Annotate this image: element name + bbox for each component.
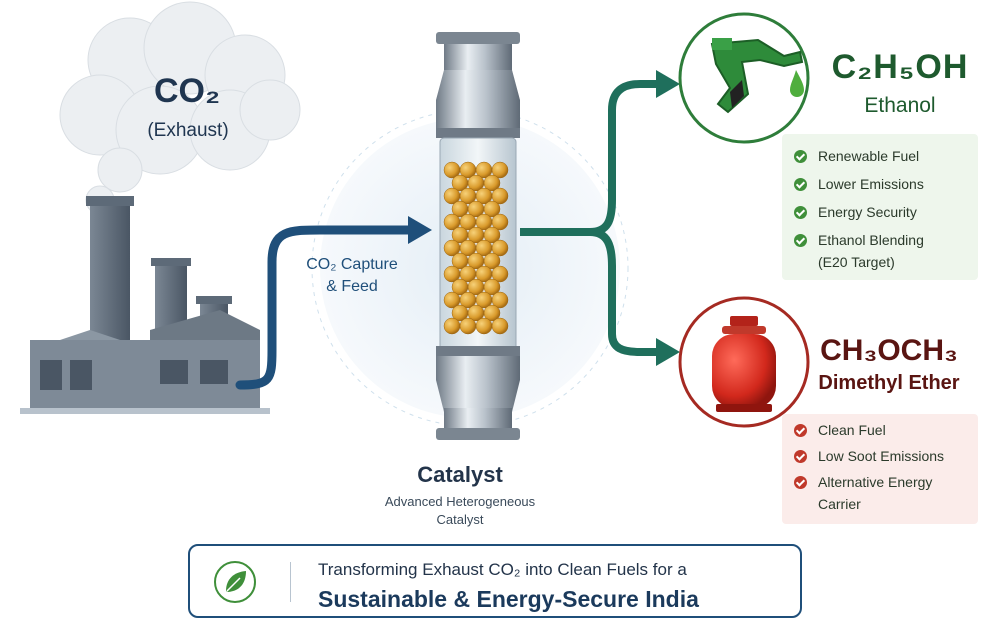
catalyst-subtitle-line1: Advanced Heterogeneous (384, 494, 536, 509)
source-label: (Exhaust) (147, 120, 229, 141)
catalyst-bead (491, 213, 509, 231)
fuel-nozzle-icon (710, 38, 804, 114)
dme-formula: CH₃OCH₃ (820, 334, 958, 367)
exhaust-cloud-icon (59, 1, 301, 215)
check-icon (794, 476, 807, 489)
ethanol-benefit: Ethanol Blending (818, 232, 924, 248)
catalyst-bead (483, 278, 501, 296)
banner-line1: Transforming Exhaust CO₂ into Clean Fuel… (318, 560, 687, 579)
catalyst-bead (475, 317, 493, 335)
gas-cylinder-icon (712, 316, 776, 412)
check-icon (794, 206, 807, 219)
catalyst-bead (491, 161, 509, 179)
catalyst-bead (491, 317, 509, 335)
check-icon (794, 150, 807, 163)
ethanol-formula: C₂H₅OH (831, 48, 969, 86)
ethanol-name: Ethanol (864, 94, 936, 117)
factory-icon (20, 196, 270, 414)
catalyst-bead (491, 291, 509, 309)
catalyst-title: Catalyst (417, 462, 503, 487)
ethanol-arrowhead (656, 70, 680, 98)
dme-benefit: Low Soot Emissions (818, 448, 945, 464)
dme-benefit-note: Carrier (818, 496, 861, 512)
ethanol-benefit: Renewable Fuel (818, 148, 920, 164)
dme-arrowhead (656, 338, 680, 366)
catalyst-bead (491, 265, 509, 283)
ethanol-benefit-note: (E20 Target) (818, 254, 895, 270)
catalyst-bead (483, 226, 501, 244)
ethanol-benefits-box: Renewable Fuel Lower Emissions Energy Se… (782, 134, 978, 280)
catalyst-bead (459, 317, 477, 335)
leaf-icon (214, 561, 256, 603)
check-icon (794, 450, 807, 463)
catalyst-bead (491, 187, 509, 205)
feed-arrowhead (408, 216, 432, 244)
feed-arrow (235, 225, 417, 390)
dme-name: Dimethyl Ether (818, 372, 960, 394)
banner-divider (290, 562, 291, 602)
catalyst-bead (491, 239, 509, 257)
catalyst-subtitle-line2: Catalyst (436, 512, 484, 527)
ethanol-benefit: Energy Security (818, 204, 917, 220)
feed-label-line1: CO₂ Capture (306, 256, 398, 273)
catalyst-bead (483, 174, 501, 192)
check-icon (794, 178, 807, 191)
source-formula: CO₂ (153, 72, 221, 110)
dme-flow-arrow (589, 228, 660, 356)
reactor-halo-ring (311, 109, 629, 427)
dme-benefit: Clean Fuel (818, 422, 886, 438)
dme-benefits-box: Clean Fuel Low Soot Emissions Alternativ… (782, 414, 978, 524)
catalyst-bead (443, 317, 461, 335)
catalyst-bead (483, 200, 501, 218)
banner-line2: Sustainable & Energy-Secure India (318, 586, 699, 612)
ethanol-benefit: Lower Emissions (818, 176, 924, 192)
check-icon (794, 424, 807, 437)
catalyst-bead (483, 252, 501, 270)
check-icon (794, 234, 807, 247)
catalyst-beads (443, 161, 509, 335)
dme-benefit: Alternative Energy (818, 474, 933, 490)
feed-label-line2: & Feed (326, 278, 378, 295)
catalyst-bead (483, 304, 501, 322)
